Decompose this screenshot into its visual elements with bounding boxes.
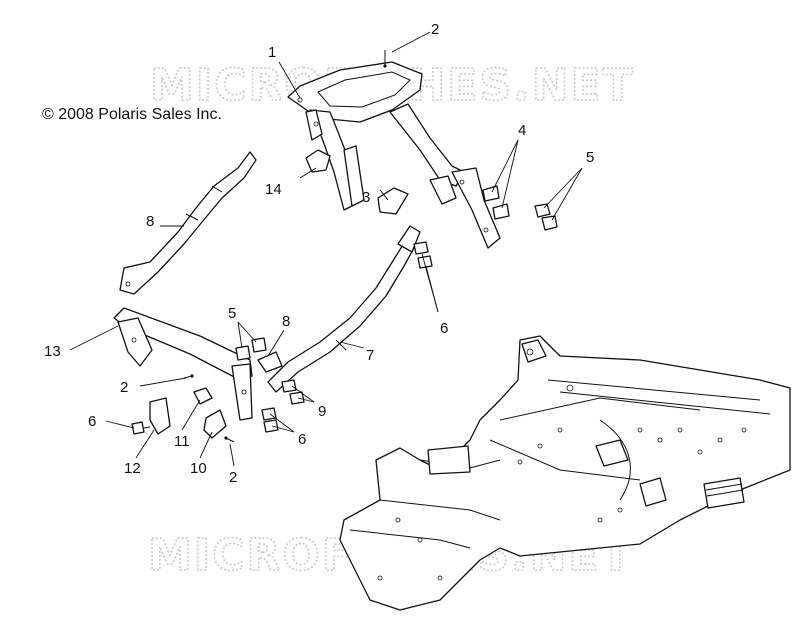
screw-part-6-left <box>131 421 151 435</box>
callout-14: 14 <box>265 181 282 198</box>
callout-12: 12 <box>124 460 141 477</box>
chassis-frame <box>339 335 791 611</box>
pin-part-2-middle <box>183 374 194 379</box>
callout-9: 9 <box>318 403 326 420</box>
nuts-part-5-lower <box>235 337 267 361</box>
callout-6-left: 6 <box>88 413 96 430</box>
callout-2-top: 2 <box>431 21 439 38</box>
callout-6-middle: 6 <box>298 431 306 448</box>
bracket-part-8-lower <box>257 351 283 373</box>
callout-2-lower: 2 <box>229 469 237 486</box>
callout-8-lower: 8 <box>282 313 290 330</box>
bolts-part-9 <box>281 379 305 405</box>
callout-5-lower: 5 <box>228 305 236 322</box>
pad-part-3 <box>377 187 409 215</box>
bracket-part-11 <box>193 387 213 405</box>
bolts-part-6-upper <box>413 241 433 269</box>
callout-7: 7 <box>366 347 374 364</box>
clip-part-14 <box>305 149 331 173</box>
callout-6-upper: 6 <box>440 320 448 337</box>
brace-tube-part-8-upper <box>119 151 257 295</box>
nuts-part-5-right <box>534 203 558 231</box>
callout-11: 11 <box>174 433 190 450</box>
callouts: 1 2 4 5 14 3 8 6 5 8 13 7 2 9 6 11 6 12 … <box>44 21 594 486</box>
copyright-text: © 2008 Polaris Sales Inc. <box>42 106 222 123</box>
callout-5-right: 5 <box>586 149 594 166</box>
pin-part-2-top <box>383 50 387 68</box>
cross-member-part-13 <box>113 307 253 421</box>
callout-13: 13 <box>44 343 61 360</box>
callout-1: 1 <box>268 44 276 61</box>
pin-part-2-lower <box>224 436 235 443</box>
callout-8-upper: 8 <box>146 213 154 230</box>
callout-10: 10 <box>190 460 207 477</box>
leader-lines <box>69 31 583 467</box>
nuts-part-6-middle <box>261 407 279 433</box>
bracket-part-12 <box>149 397 171 435</box>
brace-tube-part-7 <box>267 225 421 393</box>
callout-2-middle: 2 <box>120 379 128 396</box>
callout-4: 4 <box>518 122 526 139</box>
callout-3: 3 <box>362 189 370 206</box>
plate-part-10 <box>203 409 227 439</box>
steering-support-part-1 <box>287 61 501 249</box>
